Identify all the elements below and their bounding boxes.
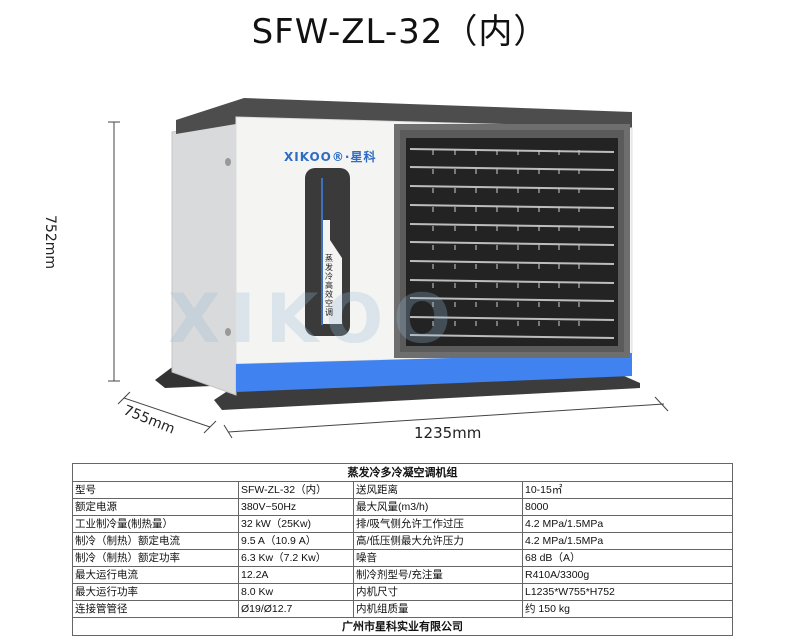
spec-value: L1235*W755*H752 [522, 583, 733, 601]
spec-table-footer: 广州市星科实业有限公司 [72, 617, 733, 636]
spec-table-header: 蒸发冷多冷凝空调机组 [72, 463, 733, 482]
spec-value: 8000 [522, 498, 733, 516]
spec-key: 排/吸气侧允许工作过压 [353, 515, 523, 533]
spec-value: SFW-ZL-32（内） [238, 481, 354, 499]
spec-value: 9.5 A（10.9 A） [238, 532, 354, 550]
spec-key: 噪音 [353, 549, 523, 567]
spec-key: 最大风量(m3/h) [353, 498, 523, 516]
watermark: XIKOO [168, 280, 461, 359]
air-conditioner-unit-drawing [108, 98, 669, 439]
spec-key: 内机尺寸 [353, 583, 523, 601]
spec-key: 连接管管径 [72, 600, 239, 618]
spec-key: 额定电源 [72, 498, 239, 516]
height-dimension: 752mm [42, 215, 58, 269]
spec-value: Ø19/Ø12.7 [238, 600, 354, 618]
dimension-lines [108, 121, 669, 439]
side-panel-label: 蒸发冷高效空调 [325, 254, 333, 317]
width-dimension: 1235mm [414, 424, 482, 442]
spec-key: 送风距离 [353, 481, 523, 499]
spec-key: 工业制冷量(制热量） [72, 515, 239, 533]
product-illustration [108, 98, 669, 439]
page-title: SFW-ZL-32（内） [251, 12, 549, 52]
spec-value: 32 kW（25Kw) [238, 515, 354, 533]
spec-key: 制冷（制热）额定电流 [72, 532, 239, 550]
spec-value: 4.2 MPa/1.5MPa [522, 515, 733, 533]
spec-key: 制冷（制热）额定功率 [72, 549, 239, 567]
spec-value: 380V~50Hz [238, 498, 354, 516]
spec-key: 最大运行功率 [72, 583, 239, 601]
spec-value: 10-15㎡ [522, 481, 733, 499]
spec-value: 约 150 kg [522, 600, 733, 618]
spec-value: 6.3 Kw（7.2 Kw） [238, 549, 354, 567]
brand-logo: XIKOO®·星科 [284, 150, 377, 164]
spec-key: 型号 [72, 481, 239, 499]
spec-value: R410A/3300g [522, 566, 733, 584]
spec-value: 12.2A [238, 566, 354, 584]
spec-value: 68 dB（A） [522, 549, 733, 567]
spec-key: 制冷剂型号/充注量 [353, 566, 523, 584]
spec-key: 最大运行电流 [72, 566, 239, 584]
grille-louvers [409, 148, 615, 340]
spec-value: 4.2 MPa/1.5MPa [522, 532, 733, 550]
spec-key: 高/低压侧最大允许压力 [353, 532, 523, 550]
spec-value: 8.0 Kw [238, 583, 354, 601]
spec-key: 内机组质量 [353, 600, 523, 618]
